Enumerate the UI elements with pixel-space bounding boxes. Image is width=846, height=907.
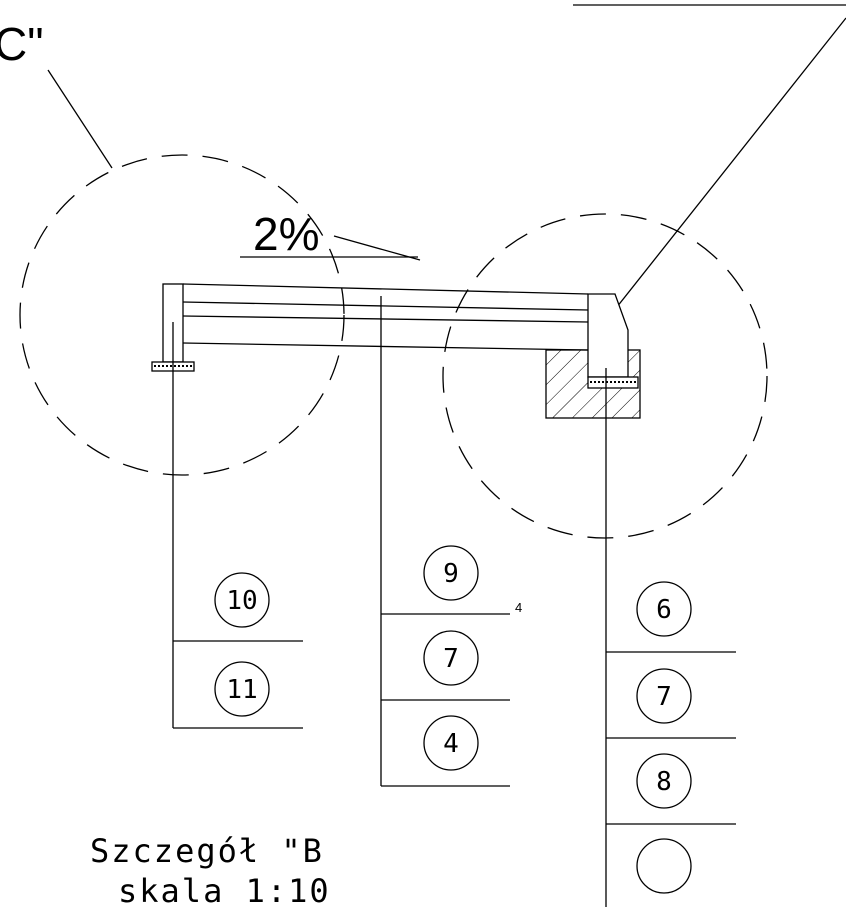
callout-circle-9 <box>423 545 479 601</box>
callout-circle-11 <box>214 661 270 717</box>
callout-circle-4 <box>423 715 479 771</box>
right-detail-leader <box>604 17 846 323</box>
callout-11: 11 <box>226 675 257 705</box>
tag-4-label: 4 <box>515 600 522 615</box>
detail-circle-right <box>442 213 768 539</box>
callout-circle-7-right <box>636 668 692 724</box>
slope-label: 2% <box>253 208 319 260</box>
title-line-2: skala 1:10 <box>118 872 331 907</box>
callout-7-mid: 7 <box>443 644 459 674</box>
deck-layer-4 <box>182 342 589 351</box>
callout-10: 10 <box>226 586 257 616</box>
callout-8: 8 <box>656 767 672 797</box>
deck-layer-3 <box>182 315 589 323</box>
callout-9: 9 <box>443 559 459 589</box>
callout-circle-10 <box>214 572 270 628</box>
callout-4: 4 <box>443 729 459 759</box>
deck-layer-2 <box>182 301 589 311</box>
callout-7-right: 7 <box>656 682 672 712</box>
right-base-pad <box>587 376 639 389</box>
callout-circle-empty <box>636 838 692 894</box>
callout-circle-6 <box>636 581 692 637</box>
slope-hypotenuse <box>333 235 421 261</box>
detail-c-label: C" <box>0 18 44 70</box>
title-line-1: Szczegół "B <box>90 832 324 870</box>
right-post <box>587 293 629 378</box>
callout-circle-7-mid <box>423 630 479 686</box>
callout-6: 6 <box>656 595 672 625</box>
deck-layer-1 <box>182 283 589 295</box>
detail-c-leader <box>47 69 113 169</box>
detail-circle-left <box>19 154 345 476</box>
callout-circle-8 <box>636 753 692 809</box>
